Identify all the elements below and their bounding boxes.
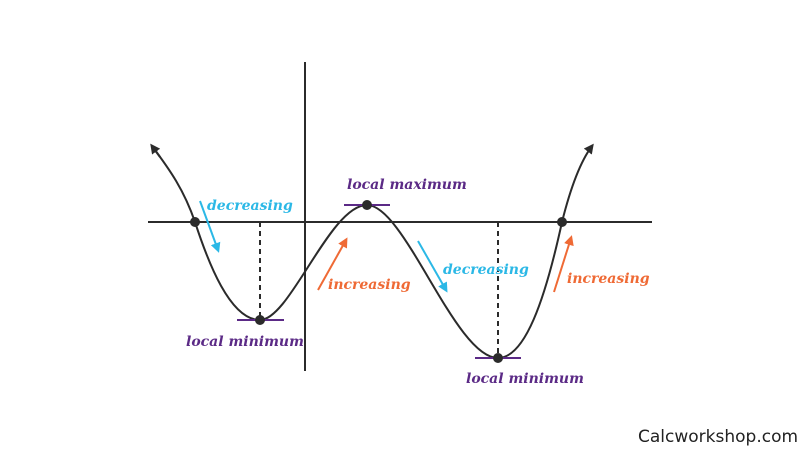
- decreasing-arrow-right: [417, 240, 448, 293]
- label-increasing-right: increasing: [567, 271, 650, 287]
- local-maximum-point: [362, 200, 372, 210]
- label-local-minimum-right: local minimum: [466, 371, 584, 387]
- x-intercept-right: [557, 217, 567, 227]
- local-minimum-right-point: [493, 353, 503, 363]
- increasing-arrow-right: [553, 235, 574, 293]
- decreasing-arrow-left: [199, 200, 221, 253]
- label-local-maximum: local maximum: [347, 177, 467, 193]
- label-decreasing-left: decreasing: [207, 198, 293, 214]
- label-increasing-left: increasing: [328, 277, 411, 293]
- curve-left-arrow: [150, 143, 161, 158]
- increasing-arrow-left: [317, 237, 348, 291]
- label-local-minimum-left: local minimum: [186, 334, 304, 350]
- site-watermark: Calcworkshop.com: [638, 427, 798, 447]
- x-intercept-left: [190, 217, 200, 227]
- local-minimum-left-point: [255, 315, 265, 325]
- label-decreasing-right: decreasing: [443, 262, 529, 278]
